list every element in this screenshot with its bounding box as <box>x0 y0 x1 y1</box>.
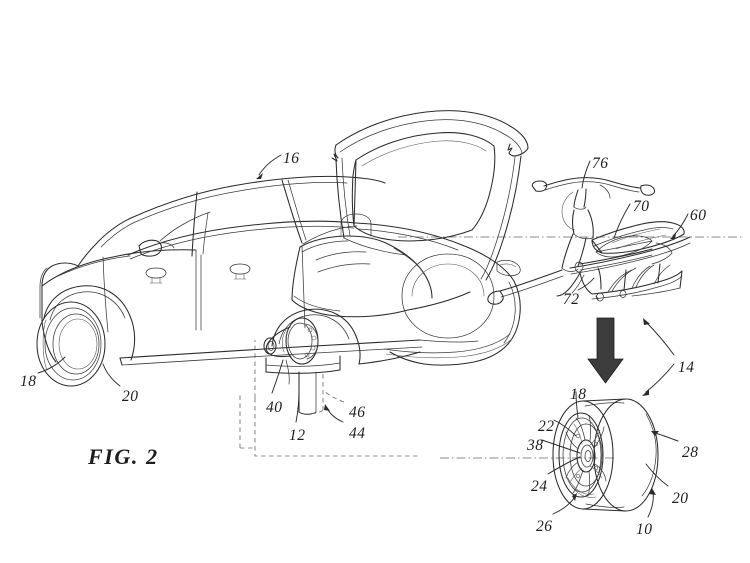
cargo-interior <box>291 213 495 339</box>
ref-numeral-60: 60 <box>690 207 707 224</box>
dolly-lower-frame <box>556 263 683 300</box>
ref-numeral-22: 22 <box>538 418 555 435</box>
ref-numeral-10: 10 <box>636 521 653 538</box>
centerlines <box>398 236 742 459</box>
taillight <box>496 259 521 277</box>
ref-numeral-26: 26 <box>536 518 553 535</box>
ref-numeral-18-wheel: 18 <box>570 386 587 403</box>
wheel-spokes <box>565 415 607 497</box>
open-liftgate <box>331 110 529 281</box>
figure-caption: FIG. 2 <box>88 444 159 469</box>
ref-numeral-76: 76 <box>592 155 609 172</box>
wheel-tire-assembly <box>552 398 659 512</box>
vehicle-body <box>36 110 529 415</box>
downward-installation-arrow <box>587 317 624 384</box>
dolly-assembly <box>487 177 691 305</box>
dolly-handlebar <box>531 177 656 231</box>
wheel-hub-assembly <box>263 317 319 365</box>
ref-numeral-12: 12 <box>289 427 306 444</box>
ref-numeral-24: 24 <box>531 478 548 495</box>
ref-numeral-18-front: 18 <box>20 373 37 390</box>
door-handle-rear <box>229 263 251 280</box>
ref-numeral-40: 40 <box>266 399 283 416</box>
ref-numeral-20-front: 20 <box>122 388 139 405</box>
ref-numeral-16: 16 <box>283 150 300 167</box>
construction-dashed-box <box>239 340 420 457</box>
ref-numeral-46: 46 <box>349 404 366 421</box>
dolly-seat-platform <box>591 221 685 258</box>
ref-numeral-72: 72 <box>563 291 580 308</box>
ref-numeral-20-wheel: 20 <box>672 490 689 507</box>
ref-numeral-38: 38 <box>527 437 544 454</box>
ref-numeral-28: 28 <box>682 444 699 461</box>
door-handle-front <box>145 267 167 284</box>
ref-numeral-70: 70 <box>633 198 650 215</box>
leader-lines <box>37 154 689 518</box>
ref-numeral-44: 44 <box>349 425 366 442</box>
ref-numeral-14: 14 <box>678 359 695 376</box>
front-wheel <box>36 301 106 387</box>
